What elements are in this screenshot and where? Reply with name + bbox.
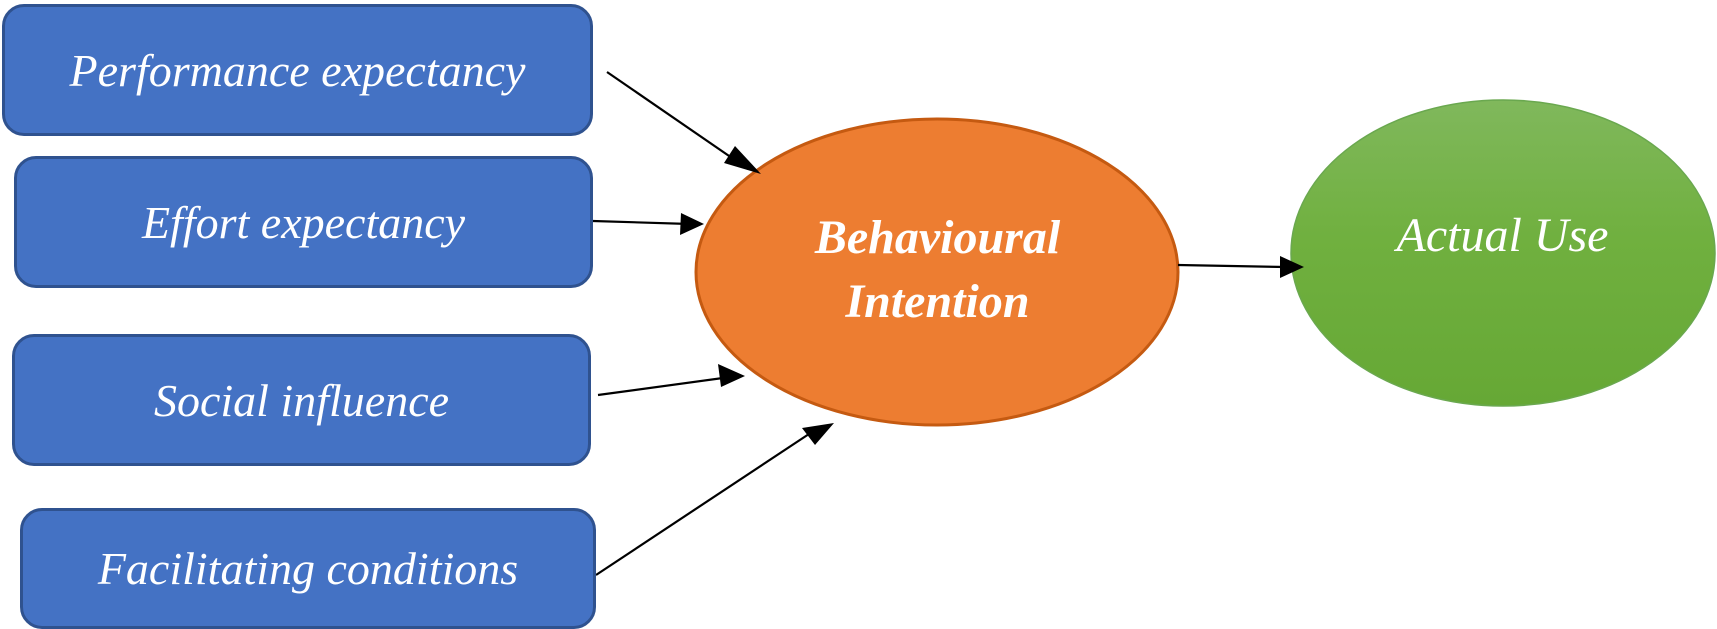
- behavioural-intention-node: [694, 117, 1180, 427]
- effort-expectancy-label: Effort expectancy: [141, 196, 466, 248]
- arrowhead-actual-use: [1280, 256, 1304, 278]
- facilitating-conditions-label: Facilitating conditions: [97, 543, 519, 594]
- arrowhead-facilitating: [802, 423, 834, 445]
- behavioural-intention-line2: Intention: [845, 275, 1030, 328]
- arrowhead-social: [718, 364, 745, 387]
- arrow-facilitating-to-intention: [595, 429, 816, 576]
- arrow-social-to-intention: [597, 376, 724, 397]
- arrow-effort-to-intention: [592, 219, 691, 226]
- social-influence-box: Social influence: [12, 334, 591, 466]
- arrowhead-effort: [680, 213, 704, 235]
- behavioural-intention-label: Behavioural Intention: [700, 170, 1175, 370]
- performance-expectancy-label: Performance expectancy: [69, 44, 526, 96]
- actual-use-label: Actual Use: [1396, 208, 1609, 262]
- arrowhead-performance: [724, 146, 761, 174]
- arrow-intention-to-actual-use: [1177, 263, 1286, 269]
- behavioural-intention-line1: Behavioural: [814, 211, 1061, 264]
- arrow-performance-to-intention: [606, 71, 749, 170]
- facilitating-conditions-box: Facilitating conditions: [20, 508, 596, 629]
- performance-expectancy-box: Performance expectancy: [2, 4, 593, 136]
- effort-expectancy-box: Effort expectancy: [14, 156, 593, 288]
- social-influence-label: Social influence: [153, 374, 450, 426]
- actual-use-node: [1290, 99, 1716, 407]
